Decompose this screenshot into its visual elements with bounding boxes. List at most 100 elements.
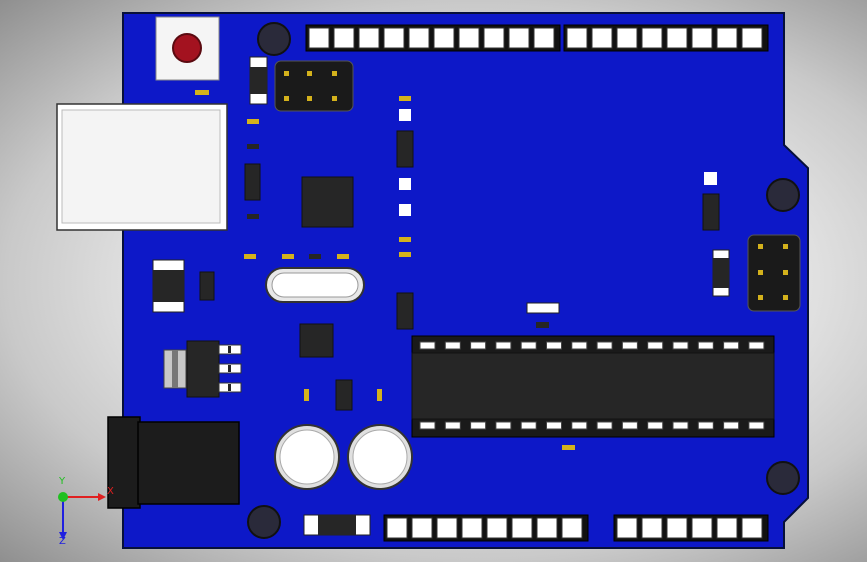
small-ic [299,323,334,358]
header-pin [641,27,663,49]
header-pin [716,27,738,49]
smd-component [396,292,414,330]
dc-power-jack-body [137,421,240,505]
header-pin [616,517,638,539]
voltage-regulator[interactable] [186,340,220,398]
usb-connector-face [61,109,221,224]
smd-component [396,130,414,168]
header-pin [566,27,588,49]
header-pin [308,27,330,49]
pad [247,119,259,124]
y-axis-label: Y [59,476,66,487]
dip-pin [647,341,664,350]
x-axis-label: X [107,486,114,497]
dip-pin [546,421,562,430]
header-pin [333,27,355,49]
dip-pin [470,341,487,350]
dip-pin [748,421,765,430]
dip-pin [672,341,689,350]
z-axis-arrowhead [59,532,67,540]
header-pin [691,27,713,49]
pad [247,144,259,149]
led [399,178,411,190]
axis-triad: X Y Z [48,476,118,550]
pad [195,90,209,95]
header-pin [383,27,405,49]
dip-pin [444,421,461,430]
header-pin [616,27,638,49]
dip-pin [571,421,588,430]
header-pin [508,27,530,49]
icsp-pins [284,71,337,101]
dip-pin [444,341,461,350]
header-pin [666,27,688,49]
mounting-hole [766,178,800,212]
dip-pins [419,341,765,430]
header-pin [741,517,763,539]
mounting-hole [766,461,800,495]
dip-pin [571,341,588,350]
smd-component [702,193,720,231]
dip-pin [647,421,664,430]
capacitor-top [279,429,335,485]
header-pin [691,517,713,539]
dip-pin [419,341,436,350]
microcontroller-chip[interactable] [411,352,775,420]
crystal-oscillator-inner [271,272,359,298]
smd-component-body [250,67,267,94]
dip-pin [748,341,765,350]
pad [536,322,549,328]
pad [282,254,294,259]
led [704,172,717,185]
smd-component [199,271,215,301]
header-pin [561,517,583,539]
header-pin [716,517,738,539]
dip-pin [697,341,714,350]
header-pin [533,27,555,49]
dip-pin [697,421,714,430]
mounting-hole [257,22,291,56]
header-pin [486,517,508,539]
header-pin [536,517,558,539]
header-pin [483,27,505,49]
header-pin [458,27,480,49]
dip-pin [596,341,613,350]
dip-pin [672,421,689,430]
smd-component [244,163,261,201]
dip-pin [419,421,436,430]
pad [337,254,349,259]
header-pin [511,517,533,539]
y-axis-indicator [58,492,68,502]
icsp-header-mcu[interactable] [747,234,801,312]
smd-component [526,302,560,314]
pad [309,254,321,259]
dip-pin [546,341,562,350]
header-pin [411,517,433,539]
usb-interface-chip[interactable] [301,176,354,228]
icsp-header-usb[interactable] [274,60,354,112]
polyfuse-body [153,270,184,302]
led [399,204,411,216]
dip-pin [621,341,638,350]
smd-component-body [713,258,729,288]
header-pin [358,27,380,49]
pad [304,389,309,401]
pad [399,96,411,101]
reset-button[interactable] [172,33,202,63]
header-pin [433,27,455,49]
dip-pin [470,421,487,430]
pad [562,445,575,450]
dc-power-jack[interactable] [107,416,141,509]
icsp-pins [758,244,788,300]
header-pin [641,517,663,539]
header-pin [591,27,613,49]
dip-pin [621,421,638,430]
header-pin [386,517,408,539]
pad [244,254,256,259]
header-pin [436,517,458,539]
dip-pin [723,421,740,430]
pad [399,237,411,242]
dip-pin [723,341,740,350]
voltage-regulator-tab-stripe [172,350,178,388]
